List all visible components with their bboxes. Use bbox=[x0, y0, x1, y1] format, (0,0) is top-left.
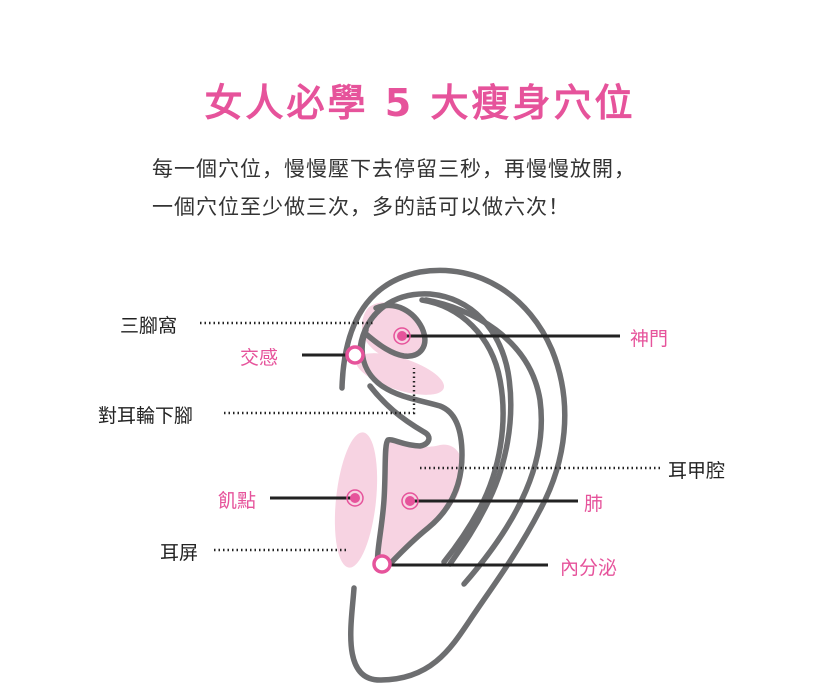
label-shenmen: 神門 bbox=[630, 328, 669, 350]
acupoint-markers bbox=[345, 327, 419, 574]
region-inferior-crus bbox=[355, 353, 445, 395]
ear-outline bbox=[339, 267, 568, 683]
label-cavum-conchae: 耳甲腔 bbox=[668, 460, 726, 482]
leader-inferior-crus bbox=[224, 368, 416, 415]
page-title: 女人必學 5 大瘦身穴位 bbox=[204, 81, 636, 125]
label-tragus: 耳屏 bbox=[160, 542, 199, 564]
dotted-leaders bbox=[200, 321, 660, 552]
marker-jidian bbox=[346, 489, 364, 507]
marker-shenmen bbox=[393, 327, 411, 345]
label-triangular-fossa: 三腳窩 bbox=[120, 315, 178, 337]
marker-lung bbox=[401, 492, 419, 510]
marker-jiaogan bbox=[345, 345, 365, 365]
instructions-line-2: 一個穴位至少做三次，多的話可以做六次！ bbox=[152, 195, 570, 219]
solid-leaders bbox=[270, 334, 620, 567]
label-jiaogan: 交感 bbox=[240, 347, 279, 369]
label-inferior-antihelix-crus: 對耳輪下腳 bbox=[98, 405, 194, 427]
marker-endocrine bbox=[372, 554, 392, 574]
label-jidian: 飢點 bbox=[218, 490, 257, 512]
label-lung: 肺 bbox=[584, 493, 604, 515]
region-cavum-conchae bbox=[374, 440, 464, 569]
label-endocrine: 內分泌 bbox=[560, 557, 618, 579]
instructions: 每一個穴位，慢慢壓下去停留三秒，再慢慢放開， 一個穴位至少做三次，多的話可以做六… bbox=[152, 150, 636, 226]
instructions-line-1: 每一個穴位，慢慢壓下去停留三秒，再慢慢放開， bbox=[152, 157, 636, 181]
